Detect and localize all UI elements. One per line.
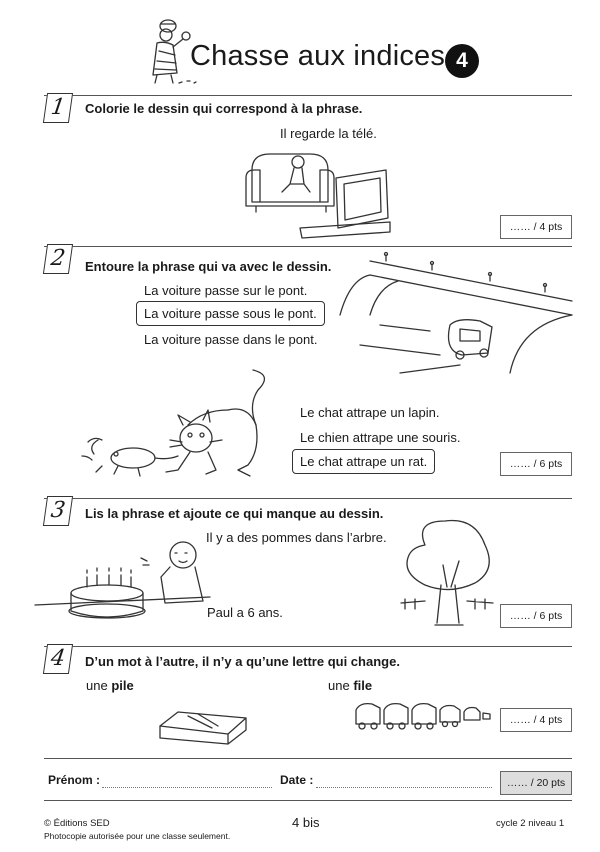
- prenom-field[interactable]: [102, 786, 272, 788]
- section-divider: [44, 246, 572, 247]
- section-divider: [44, 646, 572, 647]
- car-queue-illustration: [355, 702, 491, 730]
- section-divider: [44, 758, 572, 759]
- sentence-tv: Il regarde la télé.: [280, 126, 377, 141]
- sentence-cat-2[interactable]: Le chien attrape une souris.: [300, 430, 461, 445]
- score-box-2[interactable]: …… / 6 pts: [500, 452, 572, 476]
- sentence-cat-1[interactable]: Le chat attrape un lapin.: [300, 405, 440, 420]
- apple-tree-illustration: [400, 519, 494, 626]
- section-divider: [44, 95, 572, 96]
- section-divider: [44, 498, 572, 499]
- cat-rat-illustration: [81, 369, 265, 477]
- sentence-age: Paul a 6 ans.: [207, 605, 283, 620]
- copyright: © Éditions SED: [44, 818, 110, 829]
- birthday-cake-illustration: [34, 541, 211, 619]
- battery-pile-illustration: [159, 711, 247, 745]
- sentence-apples: Il y a des pommes dans l’arbre.: [206, 530, 387, 545]
- instruction-3: Lis la phrase et ajoute ce qui manque au…: [85, 506, 384, 521]
- bridge-car-illustration: [339, 251, 573, 374]
- page-title: Chasse aux indices: [190, 40, 446, 72]
- total-score-box[interactable]: …… / 20 pts: [500, 771, 572, 795]
- photocopy-note: Photocopie autorisée pour une classe seu…: [44, 831, 231, 841]
- section-number-4: 4: [42, 644, 74, 674]
- sentence-car-2-circled[interactable]: La voiture passe sous le pont.: [136, 301, 325, 326]
- instruction-1: Colorie le dessin qui correspond à la ph…: [85, 101, 363, 116]
- score-box-4[interactable]: …… / 4 pts: [500, 708, 572, 732]
- page-number: 4 bis: [292, 815, 320, 830]
- word-pile: une pile: [86, 678, 134, 693]
- section-number-3: 3: [42, 496, 74, 526]
- score-box-1[interactable]: …… / 4 pts: [500, 215, 572, 239]
- page-number-badge: 4: [445, 44, 479, 78]
- sofa-tv-illustration: [245, 153, 391, 239]
- section-number-2: 2: [42, 244, 74, 274]
- sentence-cat-3-circled[interactable]: Le chat attrape un rat.: [292, 449, 436, 474]
- prenom-label: Prénom :: [48, 773, 101, 787]
- score-box-3[interactable]: …… / 6 pts: [500, 604, 572, 628]
- section-number-1: 1: [42, 93, 74, 123]
- detective-illustration: [152, 19, 197, 84]
- instruction-4: D’un mot à l’autre, il n’y a qu’une lett…: [85, 654, 400, 669]
- level-label: cycle 2 niveau 1: [496, 818, 565, 829]
- footer-divider: [44, 800, 572, 801]
- sentence-car-3[interactable]: La voiture passe dans le pont.: [144, 332, 318, 347]
- date-label: Date :: [280, 773, 314, 787]
- sentence-car-1[interactable]: La voiture passe sur le pont.: [144, 283, 308, 298]
- word-file: une file: [328, 678, 373, 693]
- instruction-2: Entoure la phrase qui va avec le dessin.: [85, 259, 332, 274]
- date-field[interactable]: [316, 786, 492, 788]
